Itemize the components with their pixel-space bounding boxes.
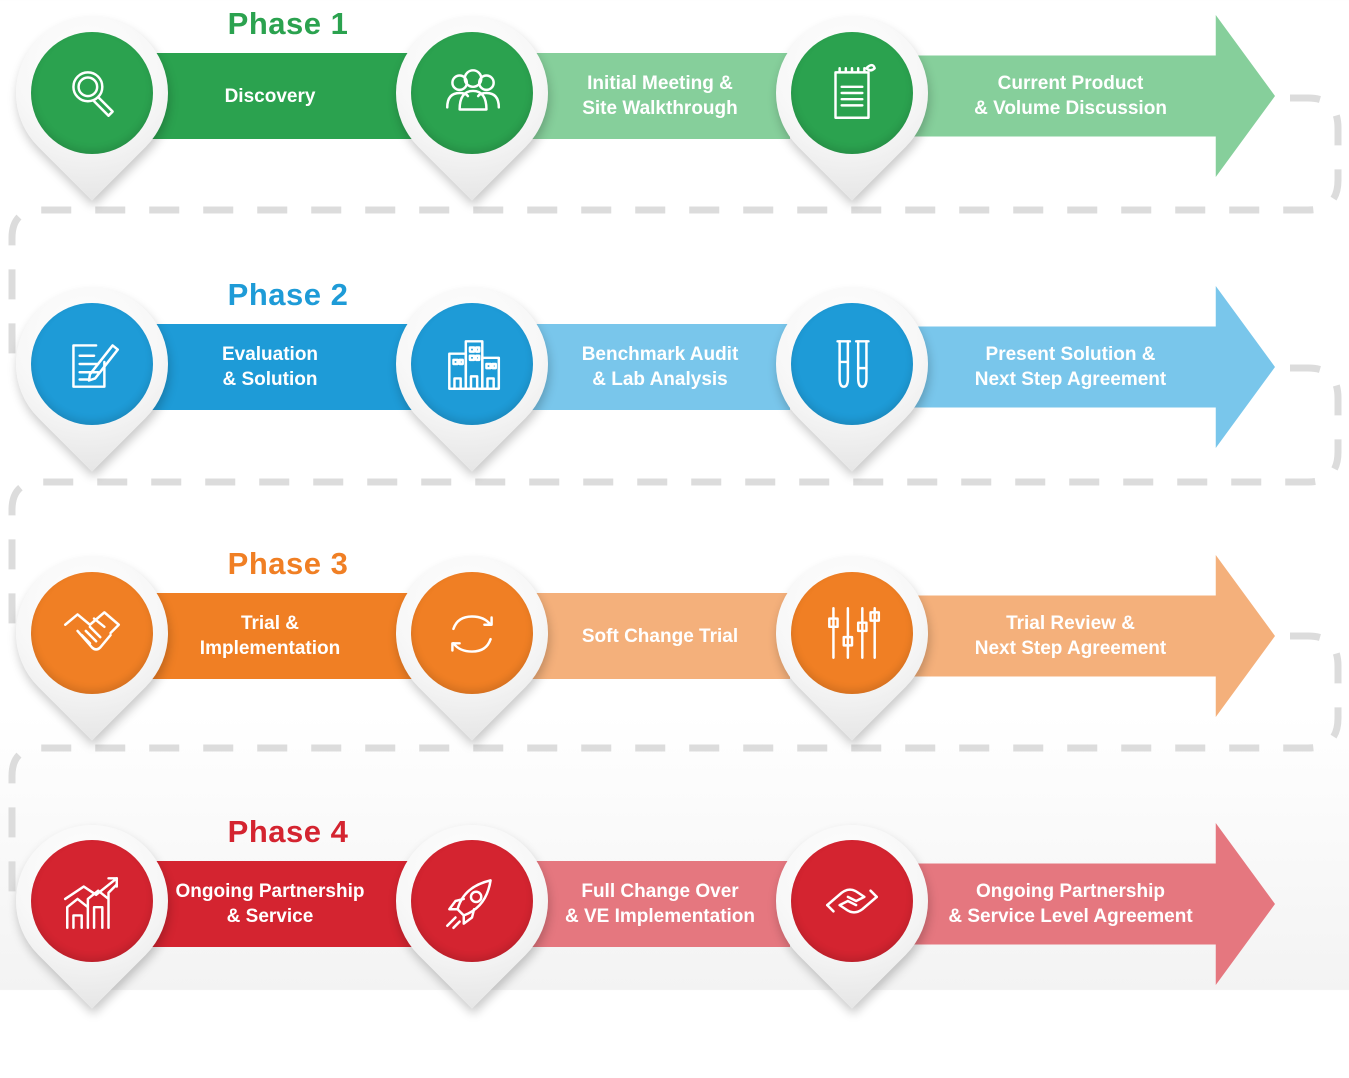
magnifier-icon xyxy=(72,71,114,117)
step-3-medal xyxy=(791,572,913,694)
step-3-band: Present Solution & Next Step Agreement xyxy=(880,286,1275,448)
sliders-icon xyxy=(828,607,881,659)
step-2-label: Benchmark Audit & Lab Analysis xyxy=(581,344,739,390)
phase-4-row: Ongoing Partnership & Service Level Agre… xyxy=(0,793,1349,1078)
buildings-icon xyxy=(448,340,501,390)
step-1-band: Ongoing Partnership & Service xyxy=(120,861,420,947)
growth-chart-icon xyxy=(63,877,118,930)
step-1-band: Evaluation & Solution xyxy=(120,324,420,410)
phase-2-row: Present Solution & Next Step Agreement B… xyxy=(0,256,1349,541)
step-1-medal xyxy=(31,572,153,694)
handshake-icon xyxy=(63,611,121,651)
phase-title: Phase 2 xyxy=(227,277,349,312)
hands-icon xyxy=(826,888,878,914)
step-3-medal xyxy=(791,32,913,154)
step-3-band: Current Product & Volume Discussion xyxy=(880,15,1275,177)
step-1-medal xyxy=(31,303,153,425)
step-1-label: Discovery xyxy=(224,85,316,107)
phase-title: Phase 1 xyxy=(227,6,349,41)
step-3-label: Trial Review & Next Step Agreement xyxy=(974,613,1167,659)
team-icon xyxy=(446,69,501,111)
step-2-label: Soft Change Trial xyxy=(581,625,739,647)
step-1-medal xyxy=(31,840,153,962)
step-3-medal xyxy=(791,840,913,962)
step-2-label: Initial Meeting & Site Walkthrough xyxy=(582,73,738,119)
step-1-band: Trial & Implementation xyxy=(120,593,420,679)
phase-3-row: Trial Review & Next Step Agreement Soft … xyxy=(0,525,1349,810)
step-3-band: Trial Review & Next Step Agreement xyxy=(880,555,1275,717)
step-2-medal xyxy=(411,32,533,154)
phase-title: Phase 3 xyxy=(227,546,349,581)
step-1-label: Evaluation & Solution xyxy=(221,344,319,390)
step-3-label: Current Product & Volume Discussion xyxy=(974,73,1167,119)
step-3-label: Present Solution & Next Step Agreement xyxy=(974,344,1167,390)
rocket-icon xyxy=(446,879,492,930)
step-2-medal xyxy=(411,303,533,425)
step-3-label: Ongoing Partnership & Service Level Agre… xyxy=(948,881,1193,927)
phase-1-row: Current Product & Volume Discussion Init… xyxy=(0,0,1349,270)
phase-title: Phase 4 xyxy=(227,814,349,849)
dashed-connectors xyxy=(8,94,1342,895)
step-3-band: Ongoing Partnership & Service Level Agre… xyxy=(880,823,1275,985)
step-2-medal xyxy=(411,572,533,694)
refresh-arrows-icon xyxy=(451,615,493,653)
step-3-medal xyxy=(791,303,913,425)
step-1-label: Ongoing Partnership & Service xyxy=(175,881,365,927)
step-2-band: Initial Meeting & Site Walkthrough xyxy=(500,53,790,139)
step-1-medal xyxy=(31,32,153,154)
test-tubes-icon xyxy=(836,340,870,388)
step-2-label: Full Change Over & VE Implementation xyxy=(564,881,756,927)
step-2-medal xyxy=(411,840,533,962)
step-1-label: Trial & Implementation xyxy=(199,613,341,659)
document-pen-icon xyxy=(72,344,120,388)
step-1-band: Discovery xyxy=(120,53,420,139)
notepad-icon xyxy=(834,63,876,119)
